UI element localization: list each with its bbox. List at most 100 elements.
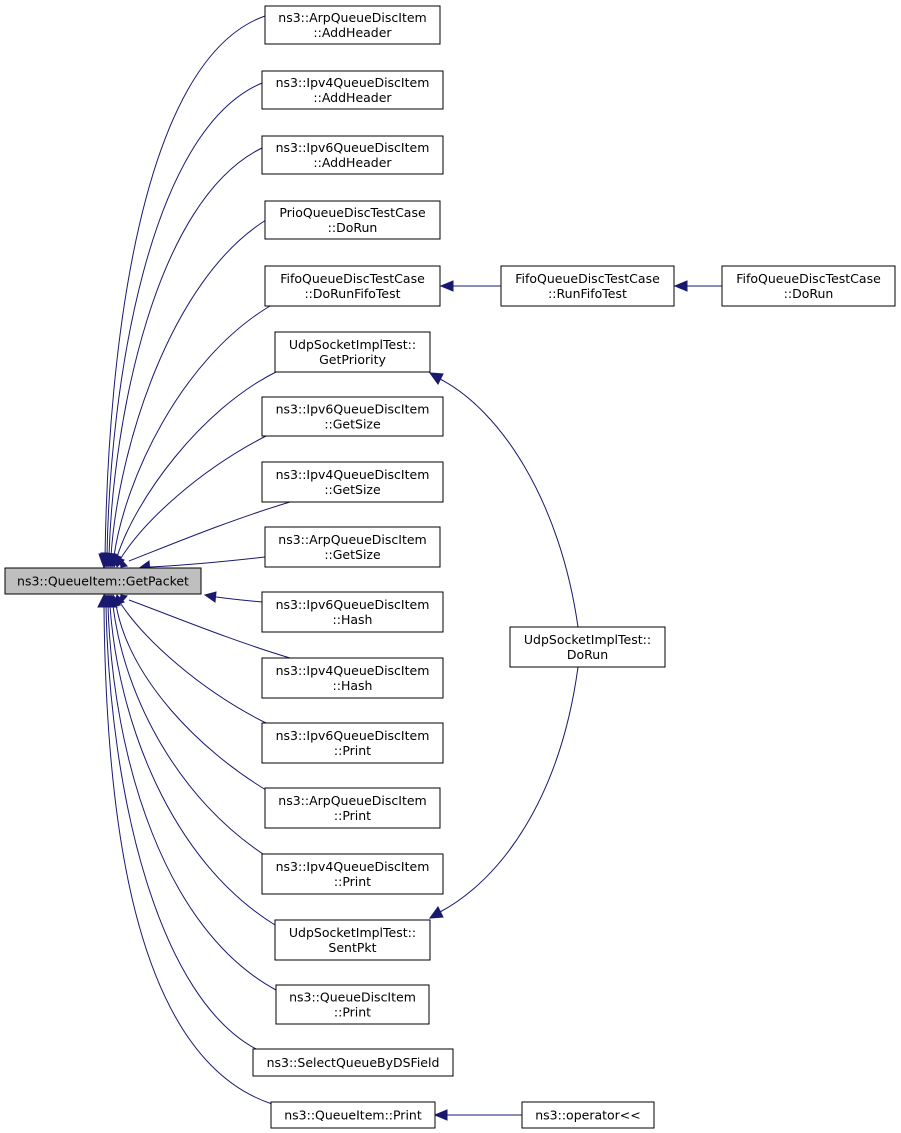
node-label: SentPkt — [328, 940, 376, 955]
edge-udp_dorun-to-udp_sentpkt — [428, 666, 579, 919]
node-label: ::Print — [334, 743, 371, 758]
node-arp_add[interactable]: ns3::ArpQueueDiscItem::AddHeader — [264, 5, 441, 45]
edge-op_shift-to-qi_print — [433, 1109, 522, 1121]
node-prio_dorun[interactable]: PrioQueueDiscTestCase::DoRun — [264, 200, 441, 240]
node-fifo_dorunfifo[interactable]: FifoQueueDiscTestCase::DoRunFifoTest — [264, 265, 441, 307]
edge-line — [108, 147, 263, 557]
node-label: ::AddHeader — [313, 25, 392, 40]
node-label: ns3::QueueItem::GetPacket — [17, 574, 189, 589]
edge-line — [103, 605, 273, 1105]
node-fifo_runfifo[interactable]: FifoQueueDiscTestCase::RunFifoTest — [500, 265, 675, 307]
node-label: ns3::ArpQueueDiscItem — [278, 532, 426, 547]
node-label: ns3::SelectQueueByDSField — [267, 1055, 440, 1070]
node-label: ::Hash — [333, 678, 373, 693]
node-label: ::GetSize — [324, 482, 381, 497]
edge-line — [128, 599, 291, 659]
node-qi_print[interactable]: ns3::QueueItem::Print — [270, 1101, 436, 1129]
edge-arp_print-to-root — [108, 593, 267, 791]
node-udp_dorun[interactable]: UdpSocketImplTest::DoRun — [509, 626, 666, 668]
nodes-layer: ns3::QueueItem::GetPacketns3::ArpQueueDi… — [4, 5, 896, 1129]
node-box — [261, 657, 444, 699]
node-label: ::DoRun — [784, 286, 834, 301]
node-op_shift[interactable]: ns3::operator<< — [521, 1101, 655, 1129]
node-label: GetPriority — [319, 352, 386, 367]
edge-line — [106, 82, 263, 557]
edge-line — [107, 605, 277, 991]
edge-line — [113, 305, 271, 557]
node-fifo_dorun[interactable]: FifoQueueDiscTestCase::DoRun — [721, 265, 896, 307]
edge-line — [128, 501, 291, 562]
node-label: FifoQueueDiscTestCase — [515, 271, 660, 286]
node-ipv4_add[interactable]: ns3::Ipv4QueueDiscItem::AddHeader — [261, 70, 444, 110]
node-ipv6_size[interactable]: ns3::Ipv6QueueDiscItem::GetSize — [261, 396, 444, 437]
node-select_ds[interactable]: ns3::SelectQueueByDSField — [252, 1048, 454, 1077]
node-box — [274, 919, 431, 961]
edge-fifo_runfifo-to-fifo_dorunfifo — [439, 280, 501, 292]
edge-qdi_print-to-root — [101, 593, 277, 991]
edge-ipv6_hash-to-root — [203, 591, 263, 603]
edge-line — [116, 371, 277, 558]
node-ipv4_size[interactable]: ns3::Ipv4QueueDiscItem::GetSize — [261, 461, 444, 503]
node-box — [261, 591, 444, 633]
edge-line — [120, 435, 267, 559]
node-box — [521, 1101, 655, 1129]
node-label: ns3::Ipv4QueueDiscItem — [276, 75, 430, 90]
node-box — [509, 626, 666, 668]
node-arp_size[interactable]: ns3::ArpQueueDiscItem::GetSize — [264, 526, 441, 568]
node-ipv6_hash[interactable]: ns3::Ipv6QueueDiscItem::Hash — [261, 591, 444, 633]
arrowhead-icon — [428, 906, 444, 919]
edge-line — [120, 603, 267, 724]
node-label: ns3::Ipv6QueueDiscItem — [276, 402, 430, 417]
node-ipv6_print[interactable]: ns3::Ipv6QueueDiscItem::Print — [261, 722, 444, 764]
node-label: ns3::Ipv6QueueDiscItem — [276, 728, 430, 743]
edge-select_ds-to-root — [99, 593, 259, 1051]
edge-qi_print-to-root — [97, 593, 273, 1105]
node-box — [264, 5, 441, 45]
edge-prio_dorun-to-root — [104, 219, 267, 569]
edge-line — [105, 605, 259, 1051]
node-box — [252, 1048, 454, 1077]
node-ipv4_print[interactable]: ns3::Ipv4QueueDiscItem::Print — [261, 853, 444, 895]
node-box — [264, 787, 441, 829]
node-qdi_print[interactable]: ns3::QueueDiscItem::Print — [275, 984, 430, 1025]
node-label: ns3::Ipv4QueueDiscItem — [276, 467, 430, 482]
node-arp_print[interactable]: ns3::ArpQueueDiscItem::Print — [264, 787, 441, 829]
node-label: FifoQueueDiscTestCase — [280, 271, 425, 286]
node-label: ns3::ArpQueueDiscItem — [278, 10, 426, 25]
node-label: ns3::QueueItem::Print — [284, 1108, 422, 1123]
node-label: ns3::QueueDiscItem — [289, 990, 416, 1005]
node-label: ::Print — [334, 874, 371, 889]
edge-arp_add-to-root — [98, 15, 266, 570]
node-label: ::GetSize — [324, 547, 381, 562]
node-label: DoRun — [567, 647, 608, 662]
arrowhead-icon — [118, 555, 128, 568]
node-box — [264, 526, 441, 568]
node-root[interactable]: ns3::QueueItem::GetPacket — [4, 567, 202, 595]
node-box — [274, 331, 431, 373]
edge-line — [112, 605, 267, 857]
edge-udp_dorun-to-udp_getprio — [428, 372, 579, 628]
edge-line — [109, 605, 276, 926]
node-box — [500, 265, 675, 307]
node-box — [261, 853, 444, 895]
node-label: ns3::operator<< — [535, 1108, 641, 1123]
node-udp_getprio[interactable]: UdpSocketImplTest::GetPriority — [274, 331, 431, 373]
node-label: ::DoRun — [328, 220, 378, 235]
node-box — [4, 567, 202, 595]
node-label: ns3::Ipv6QueueDiscItem — [276, 597, 430, 612]
node-ipv6_add[interactable]: ns3::Ipv6QueueDiscItem::AddHeader — [261, 135, 444, 175]
node-label: ::Print — [334, 808, 371, 823]
node-box — [275, 984, 430, 1025]
arrowhead-icon — [439, 280, 454, 292]
node-label: ns3::Ipv4QueueDiscItem — [276, 663, 430, 678]
node-label: ::GetSize — [324, 417, 381, 432]
node-box — [270, 1101, 436, 1129]
node-label: FifoQueueDiscTestCase — [736, 271, 881, 286]
node-label: ::AddHeader — [313, 155, 392, 170]
arrowhead-icon — [428, 372, 444, 385]
node-ipv4_hash[interactable]: ns3::Ipv4QueueDiscItem::Hash — [261, 657, 444, 699]
node-udp_sentpkt[interactable]: UdpSocketImplTest::SentPkt — [274, 919, 431, 961]
node-label: ns3::Ipv4QueueDiscItem — [276, 859, 430, 874]
node-box — [261, 461, 444, 503]
